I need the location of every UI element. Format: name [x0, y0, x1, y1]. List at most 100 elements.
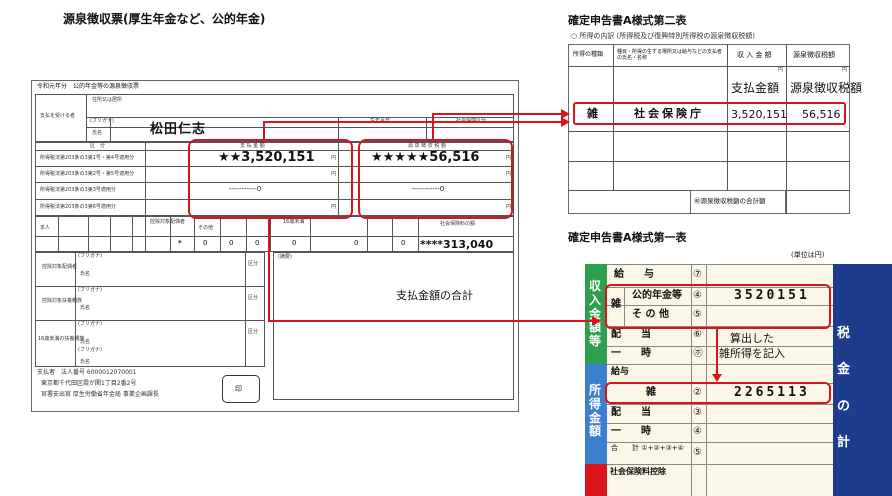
form1-row-label: 配 当	[611, 329, 651, 340]
arrow-to-form2	[561, 117, 570, 127]
arrow-down-form1	[712, 374, 722, 382]
form1-row2-no: ②	[693, 387, 702, 398]
row-label-1: 所得税法第203条の3第1号・第4号適用分	[40, 155, 135, 161]
form2-row-tax: 56,516	[802, 108, 841, 121]
form2-row-payer: 社会保険庁	[634, 107, 704, 120]
calc-annotation-1: 算出した	[730, 332, 774, 345]
form1-title: 確定申告書A様式第一表	[568, 231, 687, 244]
withholding-slip-title: 源泉徴収票(厚生年金など、公的年金)	[63, 12, 266, 26]
arrow-to-form1	[592, 316, 601, 326]
amount-table	[35, 142, 514, 216]
recipient-block	[35, 94, 514, 142]
yen-mark: 円	[506, 155, 512, 161]
row-label-3: 所得税法第203条の3第3号適用分	[40, 187, 116, 193]
form2-total-label: ㊽源泉徴収税額の合計額	[694, 197, 766, 205]
dep-header: その他	[198, 225, 214, 231]
group-label: 16歳未満の扶養親族	[38, 336, 85, 342]
tax-amount-header: 源 泉 徴 収 税 額	[408, 143, 446, 149]
withholding-slip	[31, 80, 519, 412]
paid-amount-header: 支 払 金 額	[240, 143, 265, 149]
highlight-form1-zatsu	[605, 382, 831, 404]
payer-line: 東京都千代田区霞が関1丁目2番2号	[41, 380, 137, 387]
highlight-form1-income	[605, 284, 831, 329]
form2-section-title: ○ 所得の内訳 (所得税及び復興特別所得税の源泉徴収税額)	[571, 32, 756, 40]
shotoku-vertical-label: 所得金額	[589, 383, 602, 439]
form1-row2-label: 一 時	[611, 426, 651, 437]
form1-row-label: そ の 他	[632, 309, 669, 320]
tax-calc-band	[833, 264, 892, 496]
yen-mark: 円	[778, 67, 784, 73]
form2-col-tax: 源泉徴収税額	[793, 51, 835, 59]
yen-mark: 円	[506, 204, 512, 210]
furigana-label: (フリガナ)	[78, 287, 102, 293]
group-label: 控除対象扶養親族	[42, 298, 83, 304]
form1-row-no: ⑤	[693, 309, 702, 320]
row-label-2: 所得税法第203条の3第2号・第5号適用分	[40, 171, 135, 177]
sum-annotation: 支払金額の合計	[396, 289, 473, 302]
form1-row2-label: 社会保険料控除	[610, 467, 666, 476]
form2-row-income: 3,520,151	[731, 108, 787, 121]
name-label: 氏名	[80, 339, 91, 345]
recipient-label: 支払を受ける者	[40, 113, 76, 119]
form2-col-type: 所得の種類	[573, 51, 604, 58]
form2-tax-caption: 源泉徴収税額	[790, 81, 863, 95]
payer-line: 官署支出官 厚生労働省年金局 事業企画課長	[41, 391, 159, 398]
form2-table	[568, 44, 850, 214]
highlight-paid-amount	[188, 139, 353, 219]
remarks-box	[273, 252, 514, 400]
paid-amount-dash: -----------0	[229, 185, 262, 193]
tax-amount-value: ★★★★★56,516	[371, 150, 480, 165]
tax-band	[585, 464, 607, 496]
dep-header: 本人	[40, 225, 51, 231]
yen-mark: 円	[506, 171, 512, 177]
recipient-name: 松田仁志	[150, 122, 207, 137]
form2-income-caption: 支払金額	[731, 81, 780, 95]
income-vertical-label: 収入金額等	[589, 279, 602, 349]
form2-col-income: 収 入 金 額	[737, 51, 772, 59]
form2-total-box	[690, 190, 786, 214]
furigana-label: (フリガナ)	[78, 253, 102, 259]
furigana-label: (フリガナ)	[78, 347, 102, 353]
social-insurance-value: ****313,040	[420, 238, 494, 251]
form1-row-label: 給 与	[614, 269, 654, 280]
dep-value: 0	[292, 239, 297, 247]
dep-value: 0	[401, 239, 406, 247]
kubun-label: 区分	[248, 261, 259, 267]
form2-col-payer: 種目・所得の生ずる場所又は給与などの支払者の氏名・名称	[617, 49, 723, 61]
form1-row2-no: ④	[693, 426, 702, 437]
form1-row-no: ④	[693, 290, 702, 301]
name-label: 氏名	[80, 305, 91, 311]
kubun-label: 区分	[248, 329, 259, 335]
form1-row-no: ⑥	[693, 329, 702, 340]
form1-row2-label: 雑	[646, 387, 656, 398]
slip-header: 令和元年分 公的年金等の源泉徴収票	[37, 83, 140, 90]
seal-label: 印	[235, 385, 242, 393]
remarks-label: (摘要)	[278, 254, 292, 260]
address-label: 住所又は居所	[92, 97, 123, 103]
dep-header: 社会保険料の額	[440, 221, 476, 227]
dep-value: 0	[255, 239, 260, 247]
calc-annotation-2: 雑所得を記入	[719, 347, 785, 360]
dep-value: *	[178, 239, 182, 247]
form1-row2-no: ⑤	[693, 447, 702, 458]
group-label: 控除対象配偶者	[42, 264, 78, 270]
form1-sheet	[585, 264, 833, 496]
name-label: 氏名	[92, 130, 103, 136]
form1-kyuyo-label: 給与	[611, 367, 630, 377]
form1-unit: (単位は円)	[791, 251, 825, 259]
form1-row-no: ⑦	[693, 269, 702, 280]
form1-row2-label: 合 計 ①+②+③+④	[611, 444, 684, 452]
form1-row-label: 一 時	[611, 348, 651, 359]
form1-zatsu-label: 雑	[611, 299, 621, 310]
form1-row2-label: 配 当	[611, 407, 651, 418]
highlight-form2-row	[573, 102, 846, 125]
name-label: 氏名	[80, 271, 91, 277]
form1-row-label: 公的年金等	[632, 290, 682, 301]
arrow-to-form2	[561, 109, 570, 119]
shotoku-band	[585, 364, 607, 464]
income-band	[585, 264, 607, 364]
paid-amount-value: ★★3,520,151	[218, 150, 315, 165]
form2-row-type: 雑	[587, 107, 598, 120]
yen-mark: 円	[331, 155, 337, 161]
furigana-label: (フリガナ)	[78, 321, 102, 327]
